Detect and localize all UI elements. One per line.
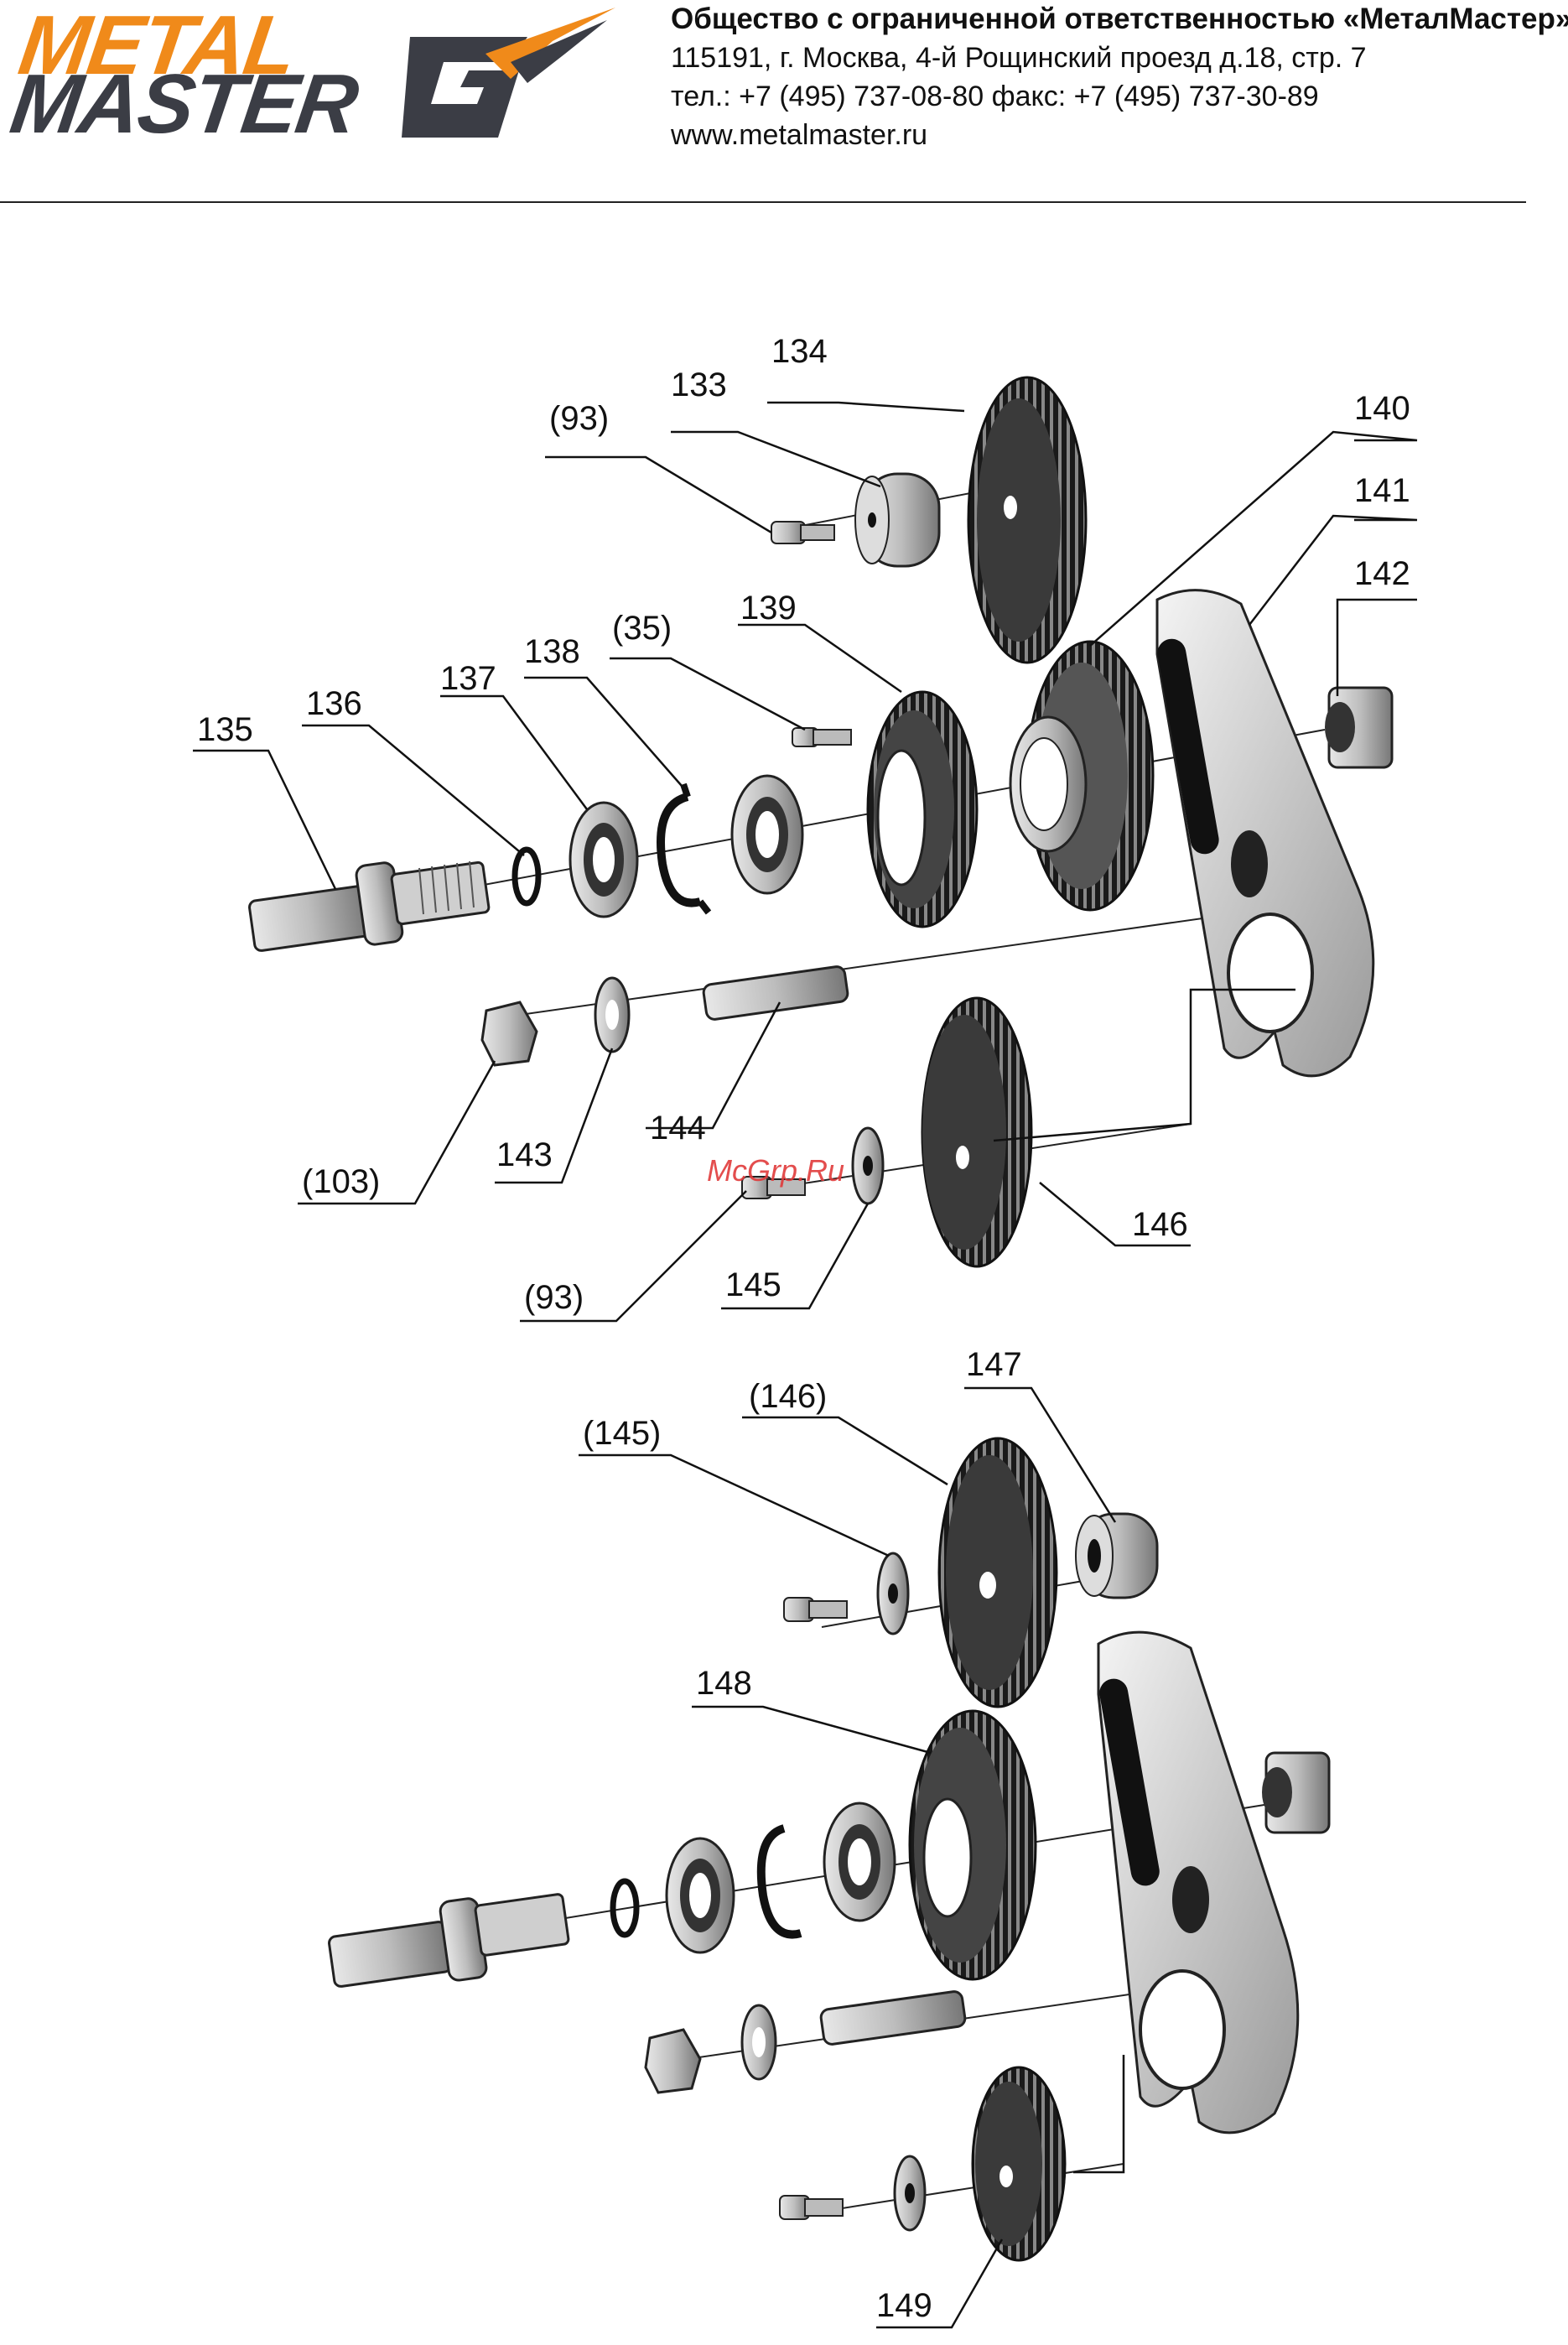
screw-93-top bbox=[771, 522, 834, 543]
bearing-bottom-right bbox=[824, 1803, 895, 1921]
label-143: 143 bbox=[496, 1136, 553, 1173]
label-103: (103) bbox=[302, 1163, 380, 1200]
label-142: 142 bbox=[1354, 555, 1410, 592]
watermark-text: McGrp.Ru bbox=[707, 1153, 844, 1188]
label-136: 136 bbox=[306, 685, 362, 722]
shaft-bottom bbox=[329, 1894, 569, 1988]
bearing-right bbox=[732, 776, 802, 893]
label-140: 140 bbox=[1354, 390, 1410, 427]
nut-bottom-right bbox=[1262, 1753, 1329, 1833]
metal-master-logo: METAL MASTER bbox=[12, 3, 615, 138]
logo-mark-icon bbox=[385, 3, 620, 138]
gear-134 bbox=[968, 377, 1086, 663]
screw-35 bbox=[792, 728, 851, 746]
label-133: 133 bbox=[671, 367, 727, 403]
label-145-bottom: (145) bbox=[583, 1415, 661, 1452]
bracket-141 bbox=[1155, 590, 1373, 1076]
washer-bottom bbox=[742, 2005, 776, 2079]
label-149: 149 bbox=[876, 2287, 932, 2324]
label-134: 134 bbox=[771, 333, 828, 370]
shaft-135 bbox=[249, 861, 490, 951]
label-139: 139 bbox=[740, 590, 797, 627]
gear-140 bbox=[1010, 642, 1153, 910]
screw-bottom-bottom bbox=[780, 2196, 843, 2219]
label-146-bottom: (146) bbox=[749, 1378, 827, 1415]
page-header: METAL MASTER Общество с ограниченной отв… bbox=[0, 0, 1568, 205]
label-135: 135 bbox=[197, 711, 253, 748]
stud-bottom bbox=[820, 1990, 966, 2045]
company-phones: тел.: +7 (495) 737-08-80 факс: +7 (495) … bbox=[671, 77, 1560, 116]
washer-143 bbox=[595, 978, 629, 1052]
bearing-bottom-left bbox=[667, 1838, 734, 1952]
gear-148 bbox=[910, 1711, 1036, 1979]
company-info: Общество с ограниченной ответственностью… bbox=[671, 0, 1560, 154]
label-137: 137 bbox=[440, 660, 496, 697]
label-147: 147 bbox=[966, 1346, 1022, 1383]
washer-145-bottom bbox=[878, 1553, 908, 1634]
assembly-axes-top bbox=[302, 478, 1325, 1191]
label-93-bottom: (93) bbox=[524, 1279, 584, 1316]
nut-103 bbox=[482, 1002, 537, 1065]
label-144: 144 bbox=[650, 1110, 706, 1147]
nut-142 bbox=[1325, 688, 1392, 767]
label-93-top: (93) bbox=[549, 400, 609, 437]
gear-146 bbox=[922, 998, 1031, 1266]
label-145: 145 bbox=[725, 1266, 781, 1303]
exploded-parts-diagram: 134 133 (93) 140 141 142 139 (35) 138 13… bbox=[0, 205, 1568, 2345]
gear-146-bottom bbox=[939, 1438, 1057, 1707]
logo-master-text: MASTER bbox=[6, 62, 361, 146]
label-35: (35) bbox=[612, 610, 672, 647]
washer-145 bbox=[853, 1128, 883, 1204]
spacer-133 bbox=[855, 474, 939, 566]
screw-bottom-top bbox=[784, 1598, 847, 1621]
company-website[interactable]: www.metalmaster.ru bbox=[671, 116, 1560, 154]
washer-bottom-small bbox=[895, 2156, 925, 2230]
company-address: 115191, г. Москва, 4-й Рощинский проезд … bbox=[671, 39, 1560, 77]
bearing-137 bbox=[570, 803, 637, 917]
header-divider bbox=[0, 201, 1526, 203]
nut-bottom-left bbox=[646, 2030, 700, 2093]
gear-149 bbox=[973, 2067, 1065, 2260]
label-148: 148 bbox=[696, 1665, 752, 1702]
spacer-147 bbox=[1076, 1514, 1157, 1598]
label-141: 141 bbox=[1354, 472, 1410, 509]
label-138: 138 bbox=[524, 633, 580, 670]
company-name: Общество с ограниченной ответственностью… bbox=[671, 0, 1560, 39]
label-146: 146 bbox=[1132, 1206, 1188, 1243]
bracket-bottom bbox=[1098, 1632, 1298, 2133]
gear-139 bbox=[868, 692, 977, 927]
